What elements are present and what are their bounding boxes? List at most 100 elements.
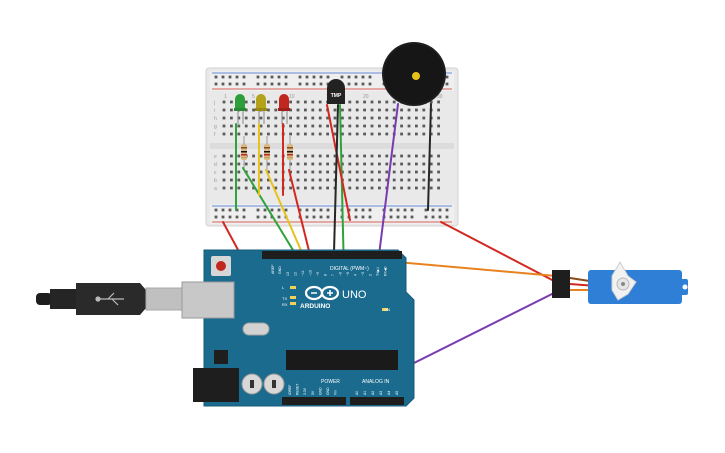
breadboard-hole xyxy=(415,178,418,182)
breadboard-hole xyxy=(267,124,270,128)
digital-pin-label: ~3 xyxy=(361,272,365,276)
resistor-3[interactable] xyxy=(287,136,293,170)
breadboard-hole xyxy=(267,108,270,112)
breadboard-hole xyxy=(259,186,263,190)
breadboard-rail-hole xyxy=(305,215,309,219)
usb-cable xyxy=(36,283,183,315)
resistor-1[interactable] xyxy=(241,136,247,170)
breadboard-hole xyxy=(318,100,322,104)
breadboard-hole xyxy=(400,162,403,166)
breadboard-hole xyxy=(385,116,389,120)
breadboard-rail-hole xyxy=(228,82,232,86)
breadboard-hole xyxy=(274,170,278,174)
row-letter-j: j xyxy=(213,100,215,106)
yellow-led[interactable] xyxy=(255,94,267,124)
breadboard-rail-hole xyxy=(228,215,232,219)
breadboard-hole xyxy=(304,116,307,120)
arduino-uno[interactable]: ARDUINO UNO DIGITAL (PWM~) POWER ANALOG … xyxy=(181,249,415,407)
breadboard-hole xyxy=(392,154,396,158)
digital-pin-label: RX◀0 xyxy=(384,266,388,276)
green-led[interactable] xyxy=(234,94,246,124)
breadboard-hole xyxy=(422,186,426,190)
breadboard-hole xyxy=(267,132,270,136)
breadboard-hole xyxy=(237,154,241,158)
breadboard-hole xyxy=(370,154,374,158)
breadboard-hole xyxy=(437,108,440,112)
breadboard-hole xyxy=(341,132,344,136)
breadboard-hole xyxy=(244,186,248,190)
reset-button[interactable] xyxy=(211,256,231,276)
breadboard-hole xyxy=(326,170,329,174)
breadboard-hole xyxy=(230,170,233,174)
breadboard-hole xyxy=(252,162,255,166)
breadboard-hole xyxy=(385,132,389,136)
breadboard-hole xyxy=(400,170,403,174)
breadboard-hole xyxy=(415,132,418,136)
breadboard-hole xyxy=(437,162,440,166)
servo-motor[interactable] xyxy=(552,260,688,304)
breadboard-rail-hole xyxy=(368,82,372,86)
breadboard-hole xyxy=(237,116,241,120)
breadboard-hole xyxy=(355,100,359,104)
analog-pin-label: A5 xyxy=(395,391,399,395)
breadboard-hole xyxy=(326,116,329,120)
row-letter-a: a xyxy=(214,186,217,192)
breadboard-hole xyxy=(341,124,344,128)
analog-pin-label: A1 xyxy=(363,391,367,395)
breadboard-rail-hole xyxy=(256,75,260,79)
breadboard-hole xyxy=(230,132,233,136)
breadboard-hole xyxy=(304,170,307,174)
breadboard-rail-hole xyxy=(298,82,302,86)
digital-pin-label: 8 xyxy=(324,274,328,276)
breadboard-hole xyxy=(296,100,300,104)
breadboard-rail-hole xyxy=(361,82,365,86)
breadboard-hole xyxy=(341,154,344,158)
breadboard-hole xyxy=(274,100,278,104)
temperature-sensor[interactable]: TMP xyxy=(327,79,345,104)
crystal xyxy=(242,322,270,336)
breadboard-hole xyxy=(318,124,322,128)
breadboard-hole xyxy=(363,170,366,174)
breadboard-hole xyxy=(333,154,337,158)
breadboard-rail-hole xyxy=(445,82,449,86)
breadboard-hole xyxy=(222,186,226,190)
breadboard-hole xyxy=(378,170,381,174)
breadboard-hole xyxy=(400,132,403,136)
arduino-model: UNO xyxy=(342,289,367,301)
breadboard-hole xyxy=(407,170,411,174)
breadboard-hole xyxy=(370,124,374,128)
breadboard-hole xyxy=(318,116,322,120)
breadboard-rail-hole xyxy=(410,208,414,212)
breadboard-hole xyxy=(429,178,433,182)
breadboard-hole xyxy=(437,100,440,104)
row-letter-e: e xyxy=(214,154,217,160)
breadboard-hole xyxy=(304,186,307,190)
breadboard-hole xyxy=(407,178,411,182)
breadboard-hole xyxy=(348,170,352,174)
breadboard-rail-hole xyxy=(403,208,407,212)
breadboard-rail-hole xyxy=(277,82,281,86)
power-pin-label: 5V xyxy=(311,390,315,395)
breadboard-hole xyxy=(311,178,315,182)
breadboard-rail-hole xyxy=(242,75,246,79)
rx-label: RX xyxy=(282,302,288,307)
breadboard-rail-hole xyxy=(312,208,316,212)
breadboard-hole xyxy=(415,116,418,120)
breadboard-hole xyxy=(422,116,426,120)
resistor-2[interactable] xyxy=(264,136,270,170)
usb-port xyxy=(181,281,235,319)
piezo-buzzer[interactable] xyxy=(382,42,446,106)
red-led[interactable] xyxy=(278,94,290,124)
column-number-1: 1 xyxy=(224,94,227,100)
breadboard-rail-hole xyxy=(228,208,232,212)
breadboard-hole xyxy=(333,108,337,112)
breadboard-hole xyxy=(407,154,411,158)
breadboard-hole xyxy=(355,170,359,174)
breadboard-hole xyxy=(252,178,255,182)
breadboard-rail-hole xyxy=(298,208,302,212)
breadboard-rail-hole xyxy=(354,75,358,79)
column-number-10: 10 xyxy=(289,94,295,100)
breadboard-rail-hole xyxy=(242,215,246,219)
